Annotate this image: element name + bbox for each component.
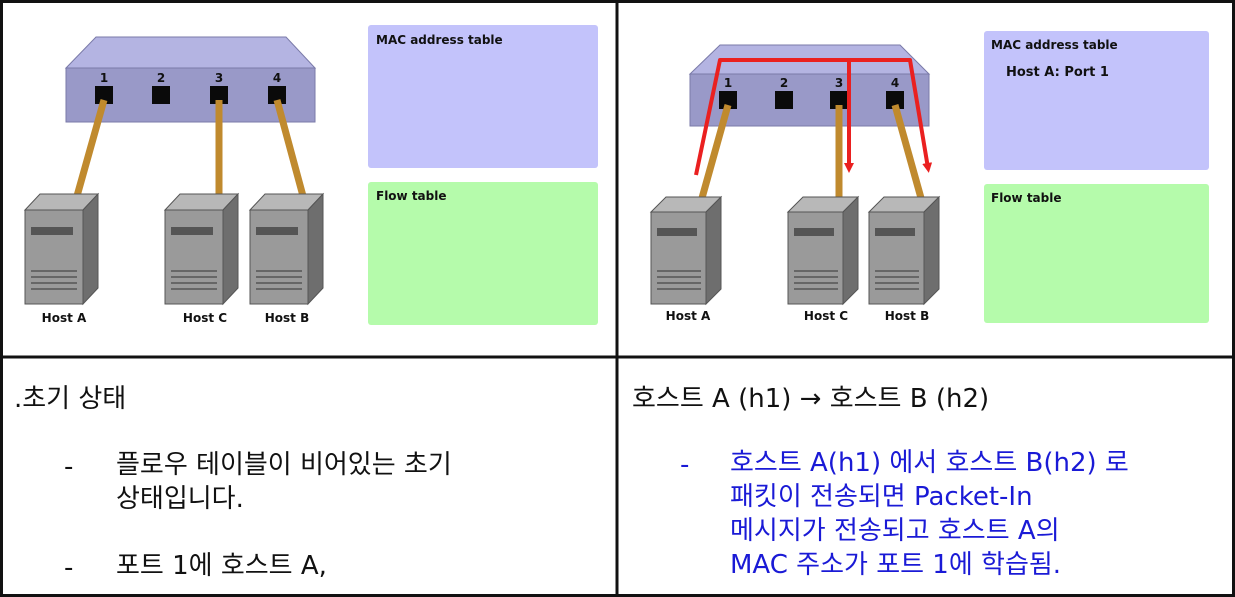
left-port-2 bbox=[152, 86, 170, 104]
right-port-label-1: 1 bbox=[724, 76, 732, 90]
right-bullet-1-line-3: 메시지가 전송되고 호스트 A의 bbox=[730, 514, 1129, 548]
left-bullet-2: 포트 1에 호스트 A, bbox=[116, 549, 327, 583]
left-diagram: MAC address table Flow table 1 2 3 4 bbox=[25, 25, 598, 325]
left-bullet-1-line-2: 상태입니다. bbox=[116, 482, 452, 516]
left-host-b-label: Host B bbox=[265, 311, 310, 325]
left-bullet-1: 플로우 테이블이 비어있는 초기 상태입니다. bbox=[116, 448, 452, 516]
right-port-2 bbox=[775, 91, 793, 109]
left-host-b-server-icon bbox=[250, 194, 323, 304]
left-host-c-server-icon bbox=[165, 194, 238, 304]
right-host-c-label: Host C bbox=[804, 309, 848, 323]
left-desc-title: .초기 상태 bbox=[14, 378, 126, 415]
left-bullet-2-line-1: 포트 1에 호스트 A, bbox=[116, 549, 327, 583]
left-mac-table-title: MAC address table bbox=[376, 33, 503, 47]
left-port-label-4: 4 bbox=[273, 71, 281, 85]
right-bullet-1: 호스트 A(h1) 에서 호스트 B(h2) 로 패킷이 전송되면 Packet… bbox=[730, 446, 1129, 582]
left-port-label-2: 2 bbox=[157, 71, 165, 85]
right-host-b-server-icon bbox=[869, 197, 939, 304]
right-diagram: MAC address table Host A: Port 1 Flow ta… bbox=[651, 31, 1209, 323]
right-bullet-1-line-4: MAC 주소가 포트 1에 학습됨. bbox=[730, 548, 1129, 582]
right-desc-title: 호스트 A (h1) → 호스트 B (h2) bbox=[632, 378, 989, 415]
right-bullet-1-line-1: 호스트 A(h1) 에서 호스트 B(h2) 로 bbox=[730, 446, 1129, 480]
right-bullet-1-dash: - bbox=[680, 450, 689, 480]
left-flow-table bbox=[368, 182, 598, 325]
right-port-label-3: 3 bbox=[835, 76, 843, 90]
left-host-a-label: Host A bbox=[42, 311, 87, 325]
right-host-a-server-icon bbox=[651, 197, 721, 304]
right-host-a-label: Host A bbox=[666, 309, 711, 323]
right-mac-table-entry: Host A: Port 1 bbox=[1006, 65, 1109, 80]
left-bullet-1-dash: - bbox=[64, 452, 73, 482]
right-mac-table-title: MAC address table bbox=[991, 38, 1118, 52]
right-host-c-server-icon bbox=[788, 197, 858, 304]
right-flow-table-title: Flow table bbox=[991, 191, 1062, 205]
left-flow-table-title: Flow table bbox=[376, 189, 447, 203]
right-bullet-1-line-2: 패킷이 전송되면 Packet-In bbox=[730, 480, 1129, 514]
right-port-label-2: 2 bbox=[780, 76, 788, 90]
left-host-a-server-icon bbox=[25, 194, 98, 304]
right-host-b-label: Host B bbox=[885, 309, 930, 323]
left-bullet-1-line-1: 플로우 테이블이 비어있는 초기 bbox=[116, 448, 452, 482]
left-port-label-3: 3 bbox=[215, 71, 223, 85]
left-port-label-1: 1 bbox=[100, 71, 108, 85]
left-bullet-2-dash: - bbox=[64, 553, 73, 583]
left-host-c-label: Host C bbox=[183, 311, 227, 325]
right-port-label-4: 4 bbox=[891, 76, 899, 90]
